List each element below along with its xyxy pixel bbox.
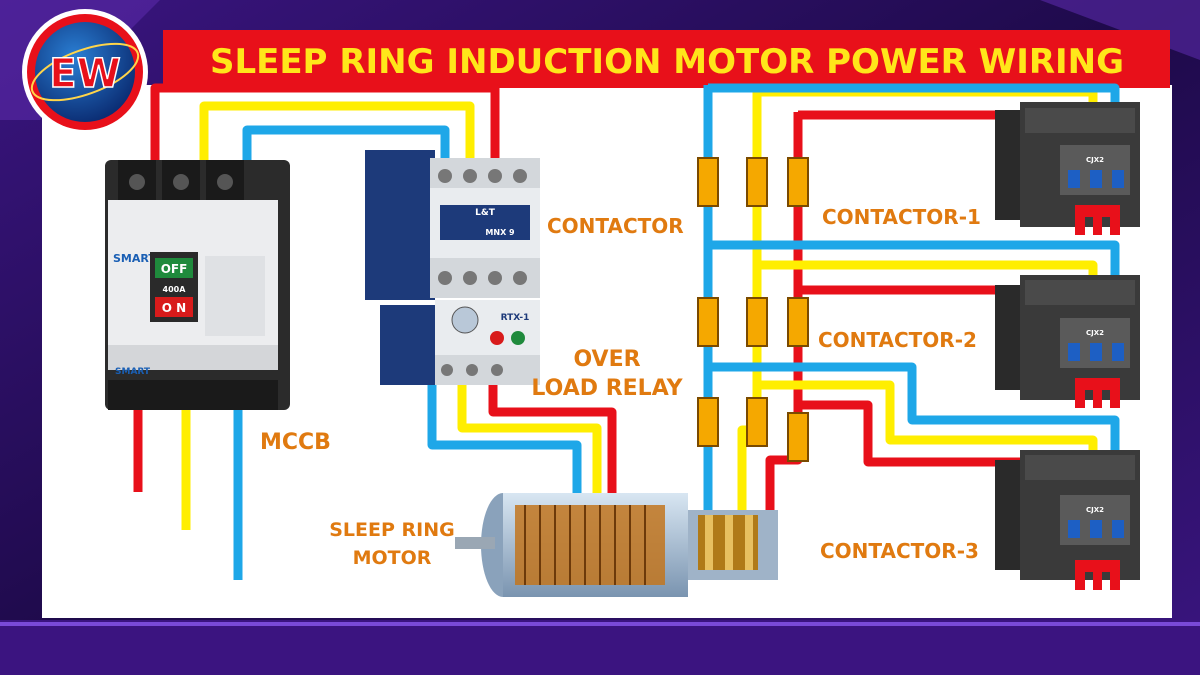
label-contactor-3: CONTACTOR-3 xyxy=(820,539,979,563)
label-overload-line2: LOAD RELAY xyxy=(531,376,683,401)
contactor-brand: L&T xyxy=(475,208,496,218)
contactor-3-device: CJX2 xyxy=(995,450,1140,590)
resistor-icon xyxy=(787,157,809,207)
contactor-model: MNX 9 xyxy=(485,228,515,237)
contactor-1-device: CJX2 xyxy=(995,102,1140,235)
contactor-1-model: CJX2 xyxy=(1086,156,1104,164)
resistor-icon xyxy=(746,297,768,347)
wire-blue-olr-to-motor xyxy=(427,385,582,500)
wire-red-mccb-to-contactor xyxy=(150,83,500,165)
mccb-off-label: OFF xyxy=(161,262,188,276)
slip-ring-motor-icon xyxy=(455,493,778,597)
label-contactor-2: CONTACTOR-2 xyxy=(818,328,977,352)
relay-model: RTX-1 xyxy=(501,313,530,323)
wire-yellow-mccb-to-contactor xyxy=(199,101,475,165)
label-overload-line1: OVER xyxy=(573,347,640,372)
resistor-icon xyxy=(746,157,768,207)
mccb-brand: SMART xyxy=(113,252,156,265)
resistor-icon xyxy=(697,157,719,207)
mccb-on-label: O N xyxy=(162,301,186,315)
mccb-icon: SMART OFF 400A O N SMART xyxy=(105,160,290,410)
resistor-icon xyxy=(787,412,809,462)
label-contactor-1: CONTACTOR-1 xyxy=(822,205,981,229)
label-contactor: CONTACTOR xyxy=(547,214,684,238)
resistor-icon xyxy=(787,297,809,347)
wire-blue-mccb-to-contactor xyxy=(242,125,450,165)
wire-red-olr-to-motor xyxy=(488,385,617,495)
contactor-icon: L&T MNX 9 xyxy=(365,150,540,300)
resistor-icon xyxy=(697,397,719,447)
ew-logo-icon: EW xyxy=(22,9,148,135)
wire-yellow-olr-to-motor xyxy=(457,385,602,495)
title-banner xyxy=(163,30,1170,88)
resistor-bank xyxy=(697,157,809,462)
page-title: SLEEP RING INDUCTION MOTOR POWER WIRING xyxy=(210,42,1124,82)
mccb-brand-bottom: SMART xyxy=(115,367,151,377)
logo-text: EW xyxy=(49,51,120,97)
contactor-2-model: CJX2 xyxy=(1086,329,1104,337)
contactor-3-model: CJX2 xyxy=(1086,506,1104,514)
wire-blue-c3 xyxy=(708,362,1120,470)
bottom-band xyxy=(0,620,1200,675)
resistor-icon xyxy=(697,297,719,347)
contactor-2-device: CJX2 xyxy=(995,275,1140,408)
mccb-rating: 400A xyxy=(163,285,187,294)
resistor-icon xyxy=(746,397,768,447)
label-mccb: MCCB xyxy=(260,430,331,455)
label-motor-line2: MOTOR xyxy=(353,547,432,569)
overload-relay-icon: RTX-1 xyxy=(380,300,540,385)
label-motor-line1: SLEEP RING xyxy=(329,519,455,541)
